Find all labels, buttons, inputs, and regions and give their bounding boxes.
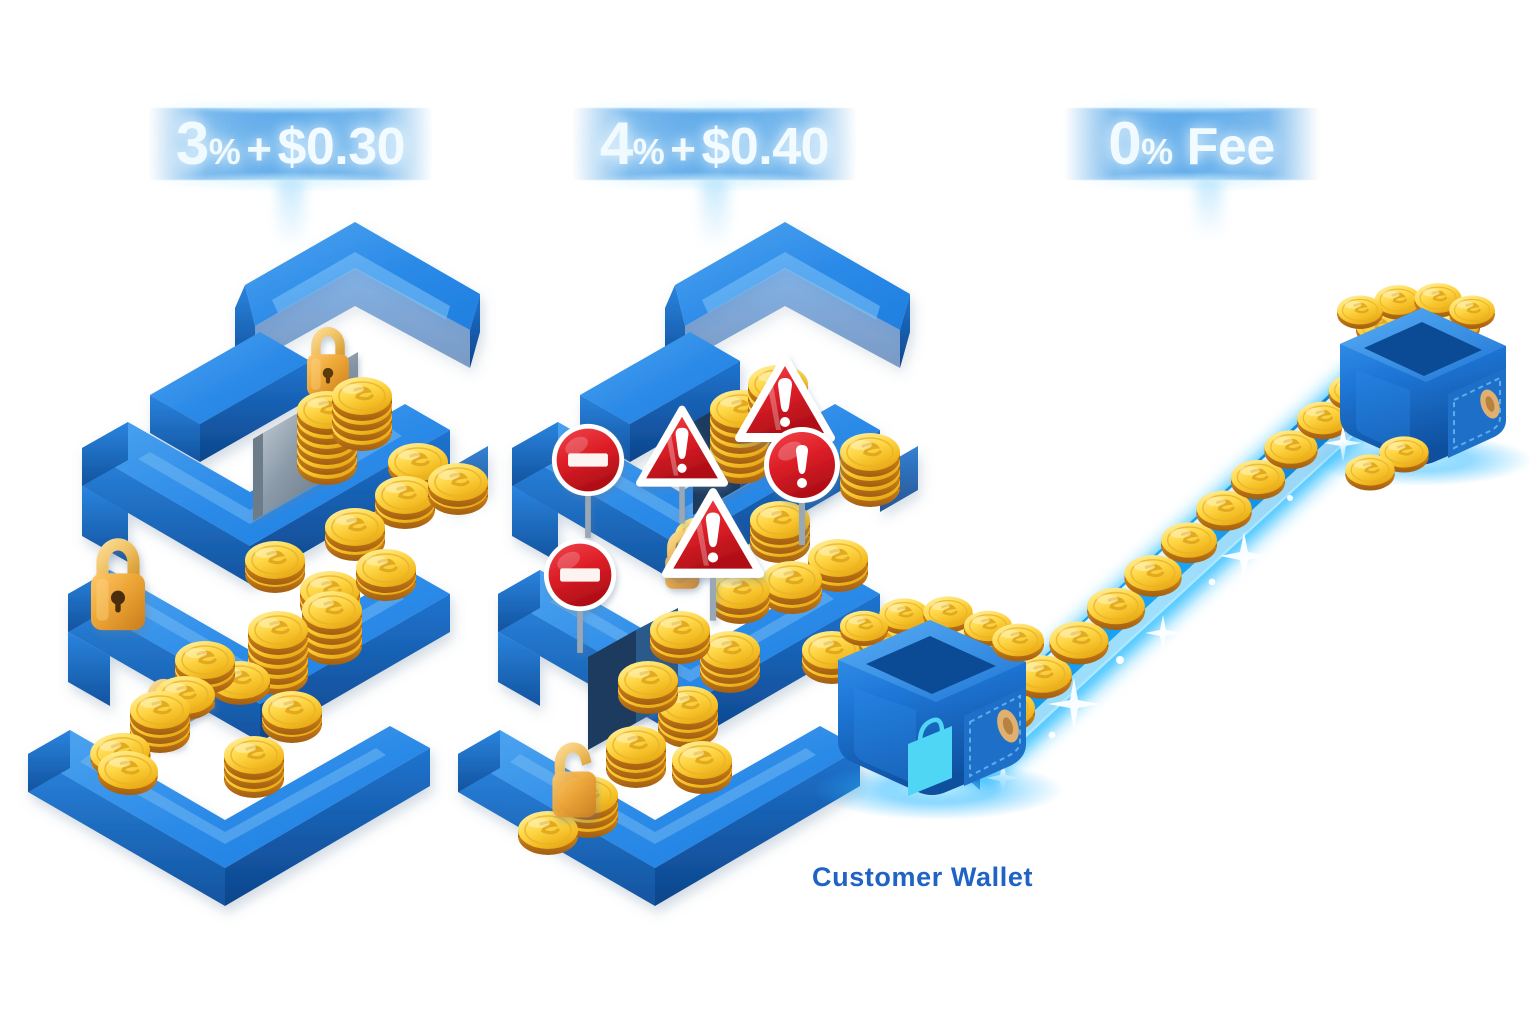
coin-pile — [670, 739, 734, 796]
coin-pile — [708, 569, 772, 626]
maze-path-high-fee — [10, 190, 510, 906]
fee-flat-amount: $0.30 — [277, 118, 406, 176]
maze-2-graphic — [458, 222, 918, 906]
fee-badge-glow — [1064, 98, 1319, 192]
no-entry-icon — [551, 423, 625, 538]
coin-pile — [616, 659, 680, 716]
coin-on-track — [1048, 619, 1110, 667]
no-entry-icon — [543, 538, 617, 653]
customer-wallet-caption: Customer Wallet — [812, 862, 1034, 892]
fee-percent-value: 4 — [599, 110, 633, 177]
warning-triangle-icon — [735, 354, 835, 484]
coin-pile — [260, 689, 324, 745]
coin-spilled — [990, 622, 1046, 663]
coin-spilled — [1344, 453, 1396, 492]
open-padlock-icon — [552, 742, 597, 818]
maze-segment — [665, 222, 910, 368]
coin-pile — [373, 474, 437, 531]
coin-on-track — [1159, 520, 1219, 565]
fee-badge-glow — [148, 98, 433, 192]
maze-segment — [235, 222, 480, 368]
maze-path-blocked-fee — [440, 190, 940, 906]
coin-pile — [354, 547, 418, 603]
shopping-bag-icon — [908, 717, 952, 796]
fee-plus-sign: + — [670, 125, 696, 174]
wallet-clasp — [1448, 368, 1506, 458]
padlock-icon — [91, 538, 145, 631]
fee-percent-sign: % — [1141, 131, 1173, 172]
fee-badge-3-percent[interactable]: 3 % + $0.30 — [148, 98, 433, 192]
fee-word: Fee — [1186, 118, 1276, 176]
fee-percent-sign: % — [632, 131, 665, 172]
coin-pile — [648, 609, 712, 666]
fee-badge-glow — [572, 98, 857, 192]
direct-path-zero-fee — [812, 230, 1532, 850]
fee-percent-sign: % — [208, 131, 241, 172]
coin-spilled — [516, 809, 580, 857]
customer-wallet — [812, 595, 1064, 820]
merchant-wallet — [1312, 281, 1532, 492]
maze-segment — [150, 332, 310, 462]
coin-on-track — [1085, 586, 1147, 632]
wallet-clasp — [964, 686, 1026, 786]
coin-pile — [243, 539, 307, 595]
fee-plus-sign: + — [246, 125, 272, 174]
warning-triangle-icon — [662, 488, 764, 621]
coin-pile — [604, 724, 668, 790]
fee-badge-text: 3 % + $0.30 — [175, 110, 406, 177]
fee-badge-text: 4 % + $0.40 — [599, 110, 830, 177]
coin-pile — [300, 589, 364, 667]
fee-badge-0-percent[interactable]: 0 % Fee — [1064, 98, 1319, 192]
coin-pile — [330, 375, 394, 453]
coin-pile — [760, 559, 824, 616]
alert-circle-icon — [764, 427, 840, 545]
maze-1-graphic — [28, 222, 490, 906]
direct-path-graphic — [812, 281, 1532, 820]
coin-on-track — [1122, 553, 1184, 599]
coin-pile — [222, 734, 286, 800]
fee-badge-4-percent[interactable]: 4 % + $0.40 — [572, 98, 857, 192]
fee-flat-amount: $0.40 — [701, 118, 830, 176]
maze-segment — [68, 632, 110, 706]
warning-triangle-icon — [635, 405, 729, 524]
fee-badge-text: 0 % Fee — [1108, 114, 1275, 174]
maze-segment — [28, 726, 430, 906]
fee-percent-value: 0 — [1108, 110, 1142, 177]
fee-percent-value: 3 — [175, 110, 209, 177]
maze-segment — [498, 632, 540, 706]
maze-segment — [512, 486, 558, 562]
